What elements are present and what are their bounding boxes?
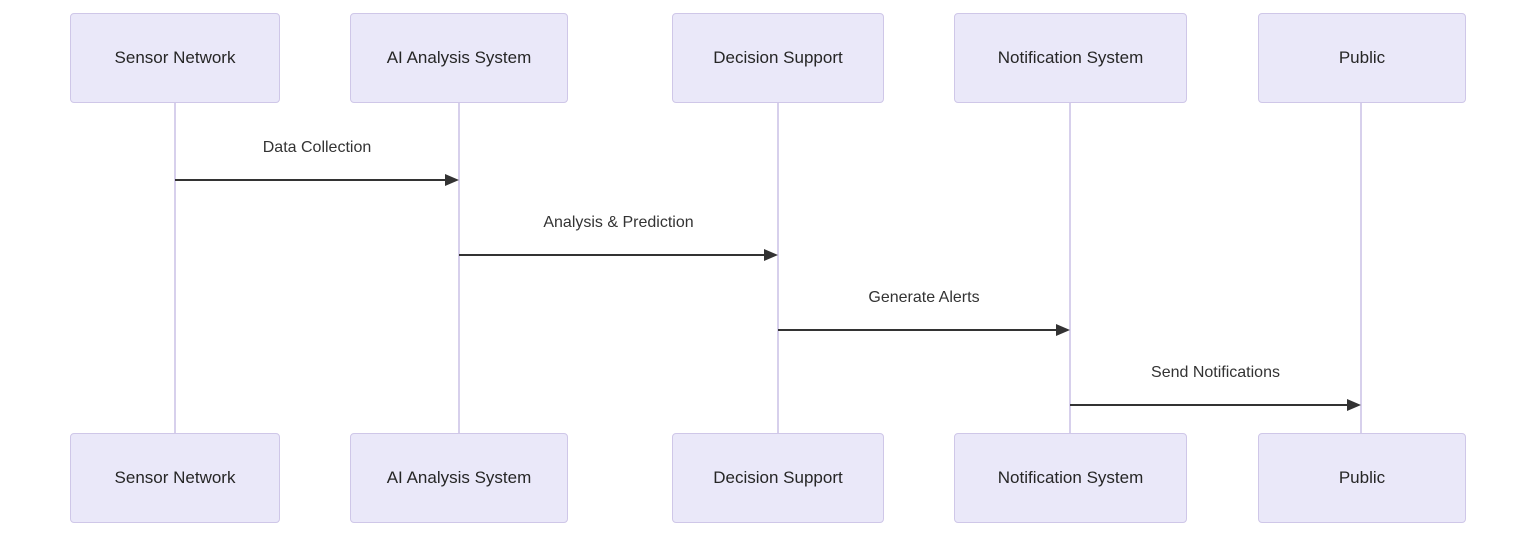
message-label-generate-alerts: Generate Alerts [868,289,980,306]
lifeline-notification-system [1069,103,1071,433]
actor-top-ai-analysis-system: AI Analysis System [350,13,568,103]
actor-top-notification-system: Notification System [954,13,1187,103]
actor-label: Notification System [997,48,1144,67]
lifeline-decision-support [777,103,779,433]
message-line-send-notifications [1070,404,1347,406]
lifeline-public [1360,103,1362,433]
lifeline-sensor-network [174,103,176,433]
actor-label: Sensor Network [114,468,236,487]
message-label-send-notifications: Send Notifications [1151,364,1280,381]
actor-label: Decision Support [713,468,843,487]
actor-label: Notification System [997,468,1144,487]
actor-bottom-ai-analysis-system: AI Analysis System [350,433,568,523]
arrowhead-icon [445,174,459,186]
actor-top-public: Public [1258,13,1466,103]
lifeline-ai-analysis-system [458,103,460,433]
actor-label: Decision Support [713,48,843,67]
actor-bottom-sensor-network: Sensor Network [70,433,280,523]
actor-bottom-public: Public [1258,433,1466,523]
actor-top-sensor-network: Sensor Network [70,13,280,103]
actor-label: AI Analysis System [386,468,532,487]
arrowhead-icon [764,249,778,261]
message-line-data-collection [175,179,445,181]
arrowhead-icon [1056,324,1070,336]
actor-label: AI Analysis System [386,48,532,67]
message-line-analysis-prediction [459,254,764,256]
actor-label: Sensor Network [114,48,236,67]
arrowhead-icon [1347,399,1361,411]
message-line-generate-alerts [778,329,1056,331]
actor-bottom-decision-support: Decision Support [672,433,884,523]
actor-bottom-notification-system: Notification System [954,433,1187,523]
actor-label: Public [1338,468,1386,487]
message-label-analysis-prediction: Analysis & Prediction [543,214,694,231]
message-label-data-collection: Data Collection [262,139,372,156]
actor-top-decision-support: Decision Support [672,13,884,103]
actor-label: Public [1338,48,1386,67]
